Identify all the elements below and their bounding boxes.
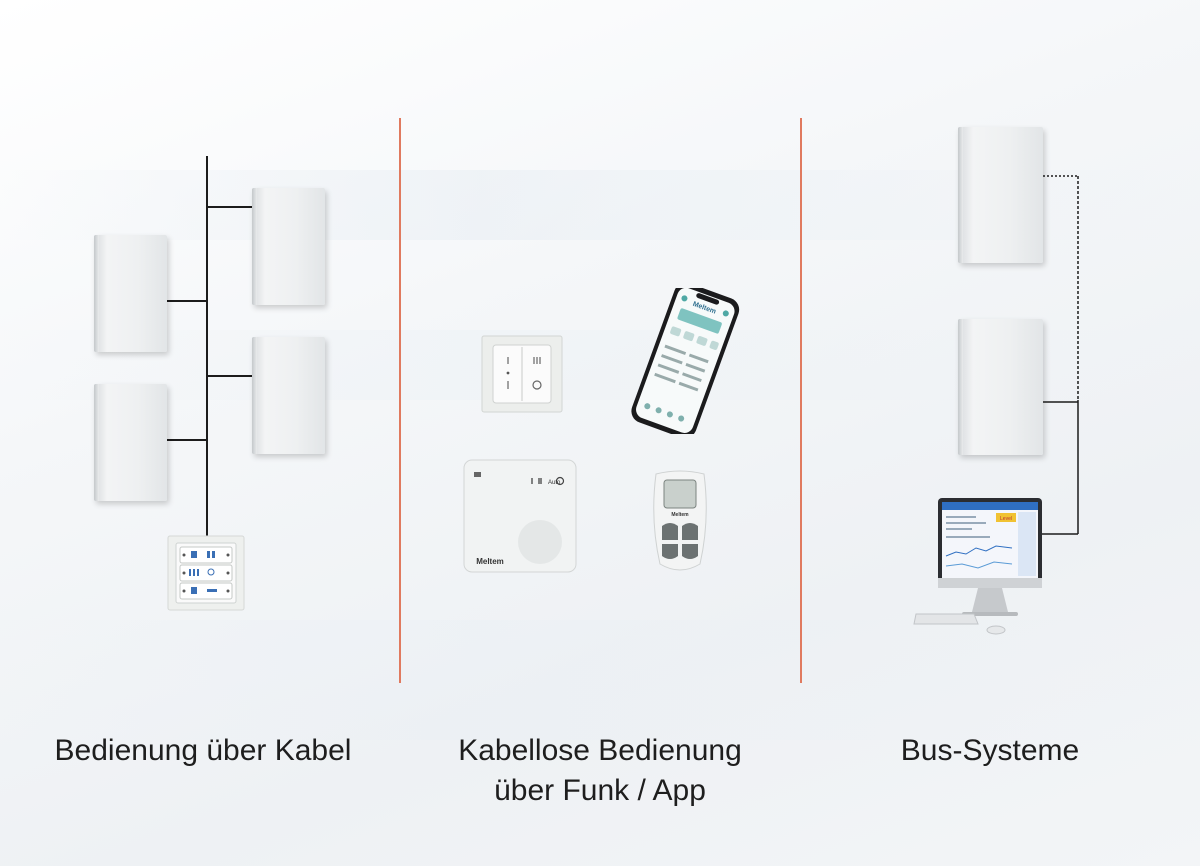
- column-label-wireless-line1: Kabellose Bedienung: [458, 734, 742, 767]
- column-label-cable: Bedienung über Kabel: [54, 734, 352, 767]
- cable-branch: [166, 300, 208, 302]
- ventilation-unit: [94, 235, 167, 352]
- remote-brand: Meltem: [671, 512, 689, 518]
- wireless-wall-switch: [481, 335, 563, 413]
- remote-control: Meltem: [653, 470, 707, 571]
- ventilation-unit: [252, 337, 325, 454]
- building-management-computer: Level: [913, 498, 1042, 635]
- column-divider-right: [800, 118, 802, 683]
- svg-text:Auto: Auto: [548, 480, 561, 486]
- background-streak: [0, 620, 1200, 740]
- column-label-bus: Bus-Systeme: [900, 734, 1080, 767]
- cable-branch: [206, 206, 252, 208]
- column-label-wireless-line2: über Funk / App: [494, 774, 706, 807]
- ventilation-unit: [94, 384, 167, 501]
- ventilation-unit: [252, 188, 325, 305]
- cable-main-line: [206, 156, 208, 538]
- control-unit-brand: Meltem: [476, 557, 504, 566]
- smartphone-app: Meltem: [631, 288, 740, 434]
- cable-branch: [206, 375, 252, 377]
- wall-control-panel: [167, 535, 245, 611]
- ventilation-unit: [958, 127, 1043, 263]
- monitor-badge: Level: [1000, 516, 1012, 522]
- cable-branch: [166, 439, 208, 441]
- bus-connection-lines: [1042, 175, 1079, 535]
- column-divider-left: [399, 118, 401, 683]
- ventilation-unit: [958, 319, 1043, 455]
- wireless-control-unit: Auto Meltem: [463, 459, 577, 573]
